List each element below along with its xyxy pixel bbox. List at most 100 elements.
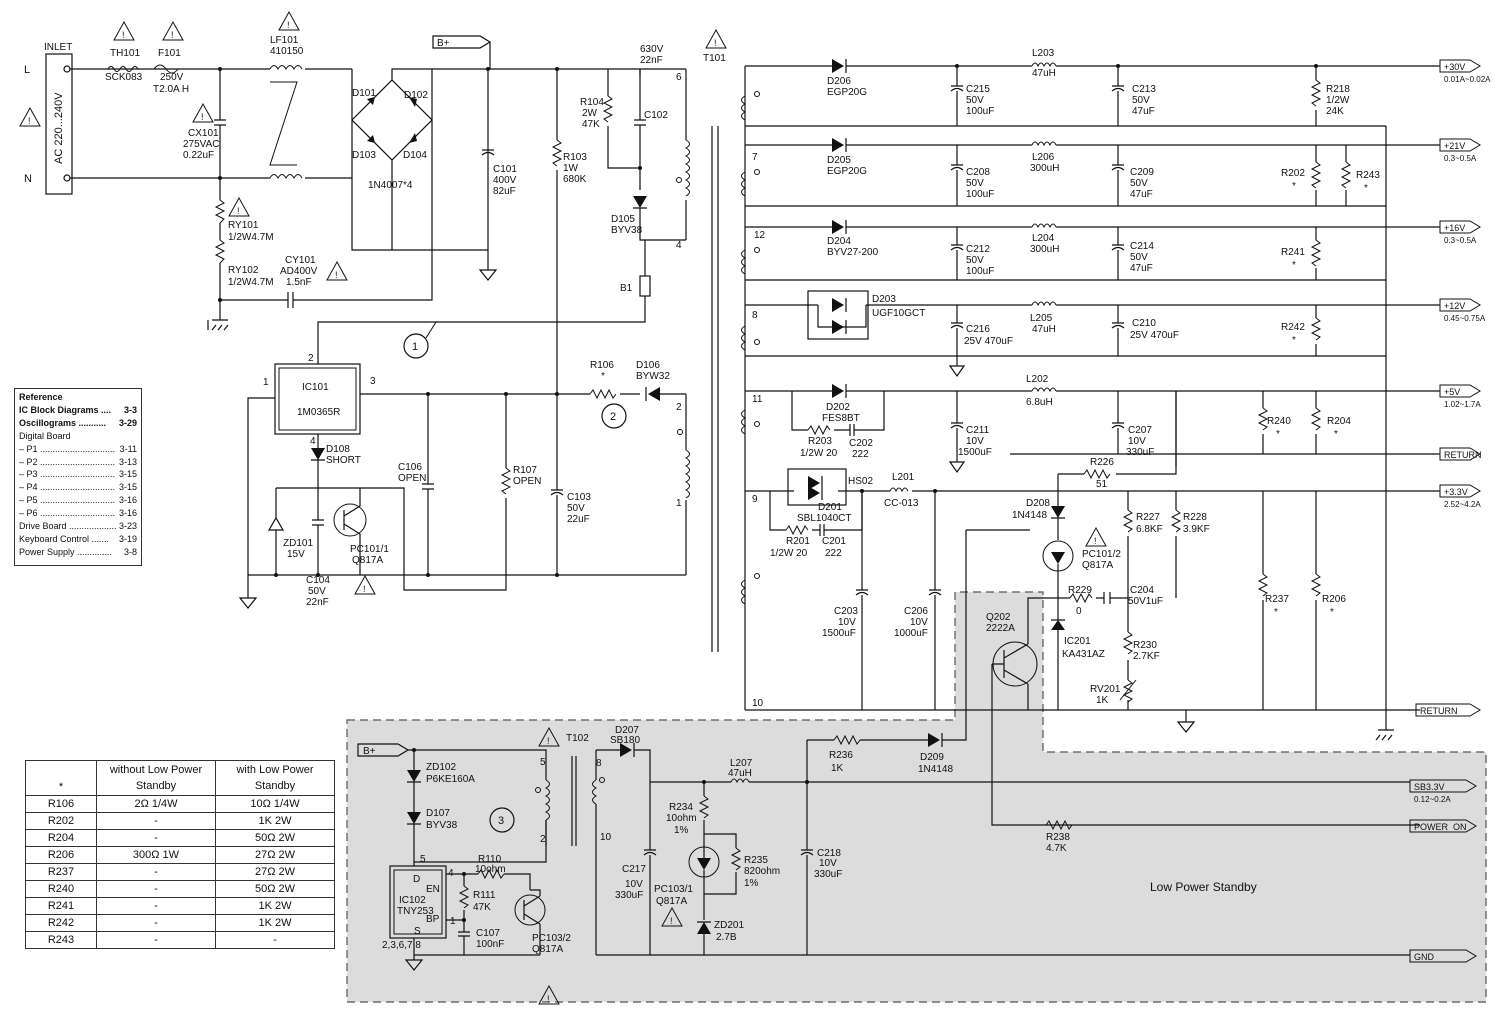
svg-text:22uF: 22uF — [567, 514, 590, 525]
rail-current-range: 0.3~0.5A — [1444, 154, 1477, 163]
svg-text:4.7K: 4.7K — [1046, 843, 1067, 854]
svg-text:C215: C215 — [966, 84, 990, 95]
svg-text:D108: D108 — [326, 444, 350, 455]
svg-text:C204: C204 — [1130, 585, 1154, 596]
svg-text:BYV38: BYV38 — [611, 225, 643, 236]
svg-text:HS02: HS02 — [848, 476, 873, 487]
table-cell: 1K 2W — [215, 914, 335, 932]
svg-text:D103: D103 — [352, 150, 376, 161]
table-row: R241-1K 2W — [25, 897, 335, 915]
svg-text:D208: D208 — [1026, 498, 1050, 509]
table-header-without: without Low Power Standby — [96, 760, 216, 796]
svg-text:IC101: IC101 — [302, 382, 329, 393]
svg-text:47uF: 47uF — [1132, 106, 1155, 117]
svg-text:1/2W 20: 1/2W 20 — [800, 448, 838, 459]
svg-text:C201: C201 — [822, 536, 846, 547]
svg-text:R106: R106 — [590, 360, 614, 371]
c106-r107-c103: C106 OPEN R107 OPEN C103 50V 22uF — [398, 392, 591, 591]
svg-text:2: 2 — [610, 411, 616, 423]
svg-text:4: 4 — [310, 436, 316, 447]
rail-current-range: 2.52~4.2A — [1444, 500, 1481, 509]
svg-text:T101: T101 — [703, 53, 726, 64]
table-cell: - — [215, 931, 335, 949]
svg-text:1: 1 — [676, 498, 682, 509]
table-cell: R237 — [25, 863, 97, 881]
r106-d106: R106 * D106 BYW32 2 — [589, 360, 686, 429]
svg-text:Q817A: Q817A — [532, 944, 563, 955]
inlet-connector: INLET AC 220...240V L N — [24, 42, 73, 195]
svg-text:R204: R204 — [1327, 416, 1351, 427]
reference-page: 3-16 — [118, 495, 137, 506]
reference-label: – P4 .............................. — [19, 482, 116, 493]
svg-text:5: 5 — [420, 854, 426, 865]
warning-icon: ! — [278, 10, 300, 31]
rail-current-range: 0.3~0.5A — [1444, 236, 1477, 245]
svg-text:1M0365R: 1M0365R — [297, 407, 340, 418]
t101-transformer: 6 4 T101 B1 2 1 — [317, 53, 726, 652]
svg-text:CX101: CX101 — [188, 128, 219, 139]
table-row: R242-1K 2W — [25, 914, 335, 932]
table-cell: 50Ω 2W — [215, 880, 335, 898]
low-power-standby-region — [346, 591, 1487, 1003]
svg-text:22nF: 22nF — [640, 55, 663, 66]
reference-label: – P5 .............................. — [19, 495, 116, 506]
svg-text:B1: B1 — [620, 283, 633, 294]
svg-text:10V: 10V — [819, 858, 837, 869]
svg-text:10V: 10V — [966, 436, 984, 447]
svg-text:B+: B+ — [437, 38, 450, 49]
svg-text:ZD101: ZD101 — [283, 538, 313, 549]
rail-arrow — [1439, 447, 1481, 461]
table-cell: - — [96, 914, 216, 932]
rail-label: +5V — [1444, 387, 1460, 397]
reference-row: – P6 ..............................3-16 — [19, 507, 137, 520]
standby-resistor-table: * without Low Power Standby with Low Pow… — [25, 760, 335, 949]
svg-text:FES8BT: FES8BT — [822, 413, 860, 424]
svg-text:2W: 2W — [582, 108, 598, 119]
svg-text:250V: 250V — [160, 72, 184, 83]
svg-text:1N4148: 1N4148 — [1012, 510, 1047, 521]
svg-text:Q817A: Q817A — [1082, 560, 1113, 571]
svg-text:*: * — [1274, 607, 1278, 618]
low-power-standby-title: Low Power Standby — [1150, 880, 1257, 894]
svg-text:BYW32: BYW32 — [636, 371, 670, 382]
svg-text:R238: R238 — [1046, 832, 1070, 843]
rail-label: +21V — [1444, 141, 1465, 151]
svg-text:50V: 50V — [308, 586, 326, 597]
reference-row: – P5 ..............................3-16 — [19, 494, 137, 507]
svg-text:PC103/1: PC103/1 — [654, 884, 693, 895]
rail-arrow — [1439, 138, 1481, 152]
reference-row: – P3 ..............................3-15 — [19, 468, 137, 481]
table-cell: R106 — [25, 795, 97, 813]
rail-arrow — [1439, 384, 1481, 398]
svg-text:CC-013: CC-013 — [884, 498, 919, 509]
svg-text:C212: C212 — [966, 244, 990, 255]
table-cell: - — [96, 931, 216, 949]
svg-text:6: 6 — [676, 72, 682, 83]
svg-text:1: 1 — [263, 377, 269, 388]
svg-text:50V: 50V — [1130, 178, 1148, 189]
zd101-c104-pc101-1: ZD101 15V C104 50V 22nF PC101/1 Q817A — [248, 487, 686, 608]
svg-text:1500uF: 1500uF — [822, 628, 856, 639]
reference-label: Power Supply .............. — [19, 546, 113, 557]
rail-output-labels: +30V0.01A~0.02A+21V0.3~0.5A+16V0.3~0.5A+… — [1409, 59, 1491, 963]
svg-text:50V: 50V — [1130, 252, 1148, 263]
r103-resistor: R103 1W 680K — [551, 69, 587, 394]
svg-text:!: ! — [335, 270, 338, 280]
svg-text:R107: R107 — [513, 465, 537, 476]
svg-text:R242: R242 — [1281, 322, 1305, 333]
table-header-star: * — [25, 760, 97, 796]
svg-text:Q817A: Q817A — [352, 555, 383, 566]
reference-page: 3-15 — [118, 469, 137, 480]
svg-text:47uH: 47uH — [728, 768, 752, 779]
svg-text:D107: D107 — [426, 808, 450, 819]
svg-text:47uF: 47uF — [1130, 263, 1153, 274]
svg-text:12: 12 — [754, 230, 766, 241]
standby-output-arrow — [1409, 779, 1477, 793]
svg-text:1: 1 — [412, 341, 418, 353]
svg-text:10ohm: 10ohm — [475, 864, 506, 875]
svg-text:P6KE160A: P6KE160A — [426, 774, 475, 785]
svg-text:1N4148: 1N4148 — [918, 764, 953, 775]
svg-text:D105: D105 — [611, 214, 635, 225]
